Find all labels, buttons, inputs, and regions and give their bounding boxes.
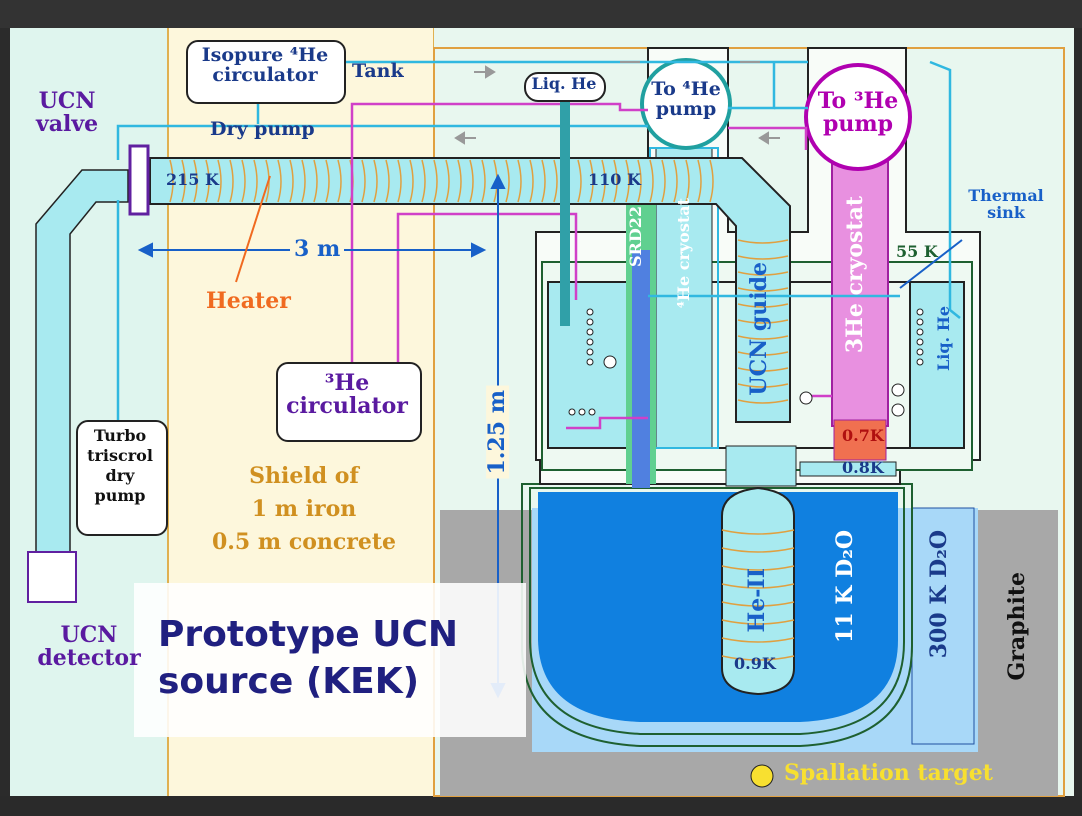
coil-circles <box>568 308 924 417</box>
heater-pointer <box>235 175 271 283</box>
liq-he-right-label: Liq. He <box>934 306 953 371</box>
dimension-3m-label: 3 m <box>290 237 345 262</box>
d2o-11k-tank <box>538 492 898 722</box>
graphite-label: Graphite <box>1004 572 1030 681</box>
shield-label: Shield of 1 m iron 0.5 m concrete <box>211 463 397 555</box>
to-3he-pump-icon <box>804 63 912 171</box>
he4-cryostat-label: ⁴He cryostat <box>674 198 693 309</box>
to-4he-pump-label: To ⁴He pump <box>651 78 721 120</box>
d2o-11k-label: 11 K D₂O <box>832 530 858 643</box>
title-line-1: Prototype UCN <box>158 614 458 655</box>
tank-label: Tank <box>352 60 404 82</box>
srd22-label: SRD22 <box>626 206 645 267</box>
temp-08k-label: 0.8K <box>842 458 884 477</box>
he-ii-label: He-II <box>744 568 770 633</box>
liq-he-top-label: Liq. He <box>531 74 597 93</box>
he3-cryostat-label: 3He cryostat <box>842 196 868 354</box>
ucn-valve-icon <box>128 144 150 216</box>
he-ii-bottle <box>721 486 795 696</box>
he3-lines <box>350 102 832 430</box>
he3-bottom-pot <box>833 419 887 461</box>
temp-215k-label: 215 K <box>166 170 219 189</box>
thermal-sink-label: Thermal sink <box>968 186 1044 222</box>
ucn-detector-label: UCN detector <box>37 622 141 672</box>
turbo-pump-box <box>76 420 168 536</box>
he3-circulator-box <box>276 362 422 442</box>
slide-title: Prototype UCN source (KEK) <box>158 612 518 706</box>
temp-09k-label: 0.9K <box>734 654 776 673</box>
title-panel <box>134 583 526 737</box>
to-3he-pump-label: To ³He pump <box>817 88 899 138</box>
to-4he-pump-icon <box>640 58 732 150</box>
thermal-sink-arrow <box>899 239 963 289</box>
guide-coils <box>169 159 789 404</box>
bottom-band <box>0 796 1082 816</box>
spallation-target-label: Spallation target <box>784 760 993 786</box>
ucn-valve-label: UCN valve <box>36 88 99 138</box>
dimension-125m-label: 1.25 m <box>484 386 510 479</box>
temp-07k-label: 0.7K <box>842 426 884 445</box>
liq-he-top-box <box>524 72 606 102</box>
flow-arrows <box>454 61 780 145</box>
isopure-circulator-box <box>186 40 346 104</box>
ucn-guide-label: UCN guide <box>746 262 772 396</box>
isopure-circulator-label: Isopure ⁴He circulator <box>201 44 329 86</box>
ucn-guide-tube <box>149 157 791 423</box>
temp-55k-label: 55 K <box>896 242 938 261</box>
temp-110k-label: 110 K <box>588 170 641 189</box>
dry-pump-label: Dry pump <box>210 118 315 140</box>
heater-label: Heater <box>206 288 291 314</box>
spallation-target-icon <box>750 764 774 788</box>
top-band <box>0 0 1082 28</box>
helium-lines <box>116 60 961 430</box>
title-line-2: source (KEK) <box>158 660 420 702</box>
turbo-pump-label: Turbo triscrol dry pump <box>87 426 153 505</box>
he3-circulator-label: ³He circulator <box>286 370 408 420</box>
d2o-300k-label: 300 K D₂O <box>926 530 952 659</box>
ucn-detector-icon <box>27 551 77 603</box>
